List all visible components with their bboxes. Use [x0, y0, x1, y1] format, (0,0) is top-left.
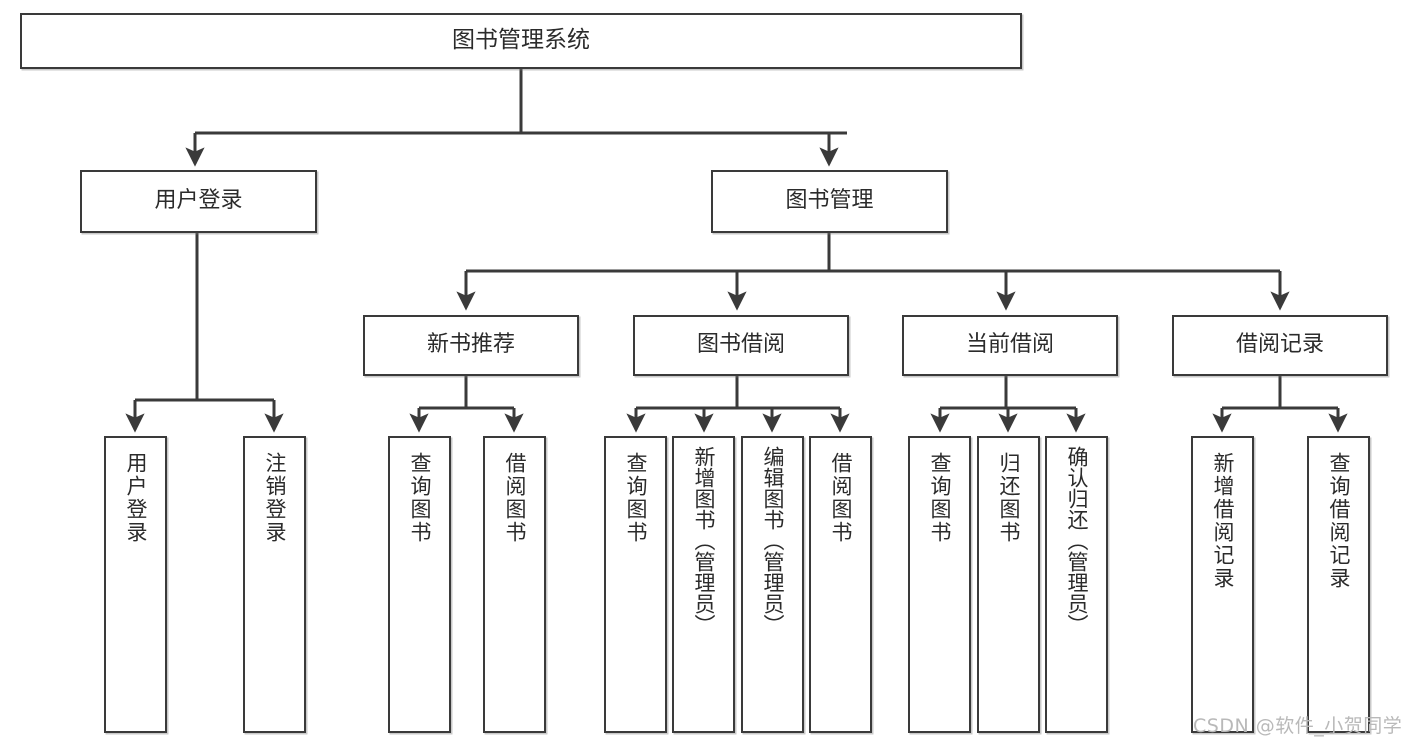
node-label: 用户登录 [154, 188, 243, 214]
leaf-query-book-borrow[interactable]: 查询图书 [604, 436, 667, 733]
node-label: 确认归还（管理员） [1065, 446, 1089, 635]
node-label: 借阅记录 [1235, 332, 1324, 358]
leaf-query-book-recommend[interactable]: 查询图书 [388, 436, 451, 733]
node-root-book-management-system[interactable]: 图书管理系统 [20, 13, 1022, 69]
node-label: 图书管理 [785, 188, 874, 214]
node-user-login[interactable]: 用户登录 [80, 170, 317, 233]
node-label: 借阅图书 [829, 452, 853, 544]
node-label: 查询图书 [624, 452, 648, 544]
node-book-management[interactable]: 图书管理 [711, 170, 948, 233]
leaf-add-borrow-record[interactable]: 新增借阅记录 [1191, 436, 1254, 733]
leaf-borrow-book[interactable]: 借阅图书 [809, 436, 872, 733]
node-label: 查询图书 [928, 452, 952, 544]
leaf-edit-book-admin[interactable]: 编辑图书（管理员） [741, 436, 804, 733]
leaf-logout-login[interactable]: 注销登录 [243, 436, 306, 733]
node-label: 当前借阅 [965, 332, 1054, 358]
node-label: 注销登录 [263, 452, 287, 544]
leaf-confirm-return-admin[interactable]: 确认归还（管理员） [1045, 436, 1108, 733]
node-label: 新增借阅记录 [1211, 452, 1235, 590]
leaf-borrow-book-recommend[interactable]: 借阅图书 [483, 436, 546, 733]
leaf-user-login[interactable]: 用户登录 [104, 436, 167, 733]
node-label: 用户登录 [124, 452, 148, 544]
node-label: 归还图书 [997, 452, 1021, 544]
leaf-query-book-current[interactable]: 查询图书 [908, 436, 971, 733]
node-book-borrow[interactable]: 图书借阅 [633, 315, 849, 376]
node-label: 新书推荐 [426, 332, 515, 358]
leaf-query-borrow-record[interactable]: 查询借阅记录 [1307, 436, 1370, 733]
node-label: 编辑图书（管理员） [761, 446, 785, 635]
node-label: 图书借阅 [696, 332, 785, 358]
csdn-watermark: CSDN @软件_小贺同学 [1193, 715, 1403, 737]
node-label: 借阅图书 [503, 452, 527, 544]
node-new-book-recommend[interactable]: 新书推荐 [363, 315, 579, 376]
node-borrow-record[interactable]: 借阅记录 [1172, 315, 1388, 376]
node-label: 新增图书（管理员） [692, 446, 716, 635]
node-label: 查询借阅记录 [1327, 452, 1351, 590]
leaf-return-book[interactable]: 归还图书 [977, 436, 1040, 733]
leaf-add-book-admin[interactable]: 新增图书（管理员） [672, 436, 735, 733]
node-label: 图书管理系统 [452, 27, 590, 54]
node-current-borrow[interactable]: 当前借阅 [902, 315, 1118, 376]
node-label: 查询图书 [408, 452, 432, 544]
